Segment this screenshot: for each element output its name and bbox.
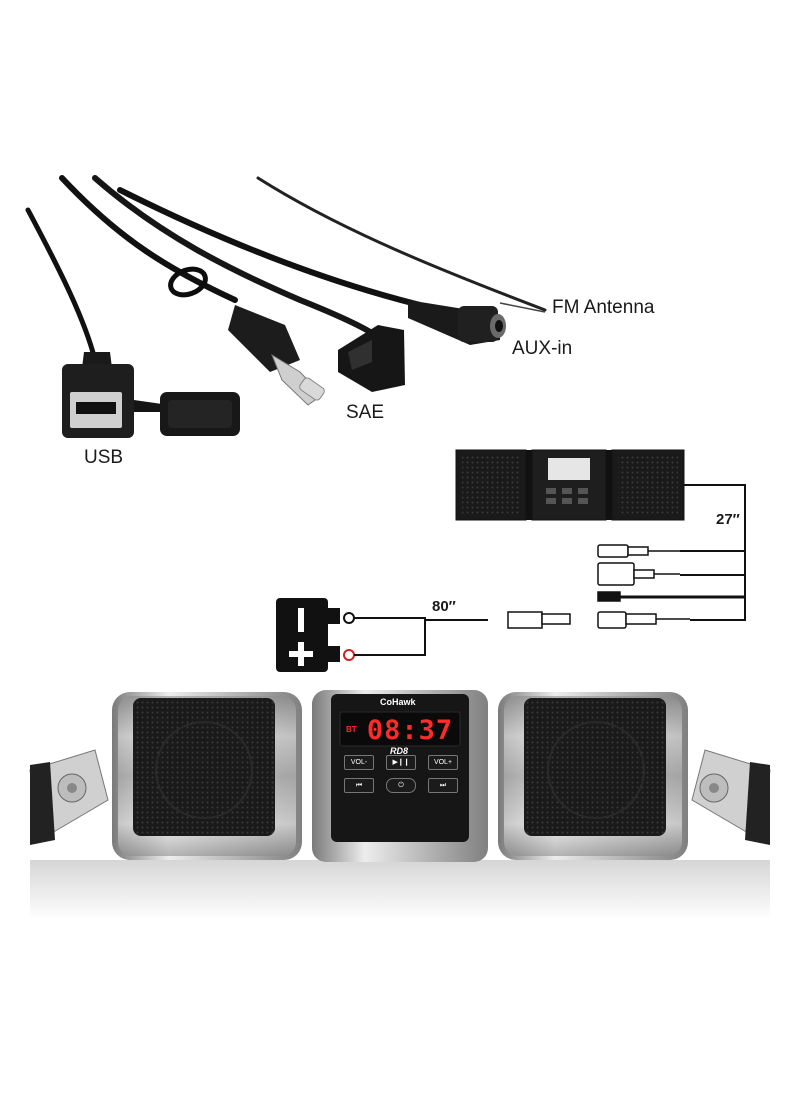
prev-button[interactable]: ⏮: [344, 778, 374, 793]
next-button[interactable]: ⏭: [428, 778, 458, 793]
connector-icons: [597, 544, 690, 629]
usb-connector: [62, 352, 240, 438]
aux-in-label: AUX-in: [512, 338, 573, 359]
clock-display: 08:37: [366, 715, 454, 746]
sae-label: SAE: [346, 402, 385, 423]
usb-label: USB: [84, 447, 124, 468]
battery-icon: [276, 598, 355, 672]
power-cable-length: 80″: [432, 598, 456, 615]
model-label: RD8: [390, 746, 409, 756]
reflection: [30, 860, 770, 920]
right-speaker: [498, 692, 688, 860]
cable-bundle: [25, 175, 547, 363]
left-speaker: [112, 692, 302, 860]
fm-antenna-label: FM Antenna: [552, 297, 655, 318]
power-lines: [354, 611, 571, 656]
wiring-lines: [620, 484, 746, 621]
mount-clamp-right: [691, 749, 771, 845]
play-pause-button[interactable]: ▶❙❙: [386, 755, 416, 770]
mount-clamp-left: [29, 749, 109, 845]
vol-up-button[interactable]: VOL+: [428, 755, 458, 770]
sae-connector: [228, 305, 405, 406]
power-button[interactable]: ⏻: [386, 778, 416, 793]
brand-logo: CoHawk: [380, 697, 416, 707]
speaker-cable-length: 27″: [716, 511, 740, 528]
aux-connector: [408, 300, 506, 345]
mini-unit-diagram: [455, 449, 685, 521]
bt-indicator: BT: [346, 725, 357, 734]
vol-down-button[interactable]: VOL-: [344, 755, 374, 770]
